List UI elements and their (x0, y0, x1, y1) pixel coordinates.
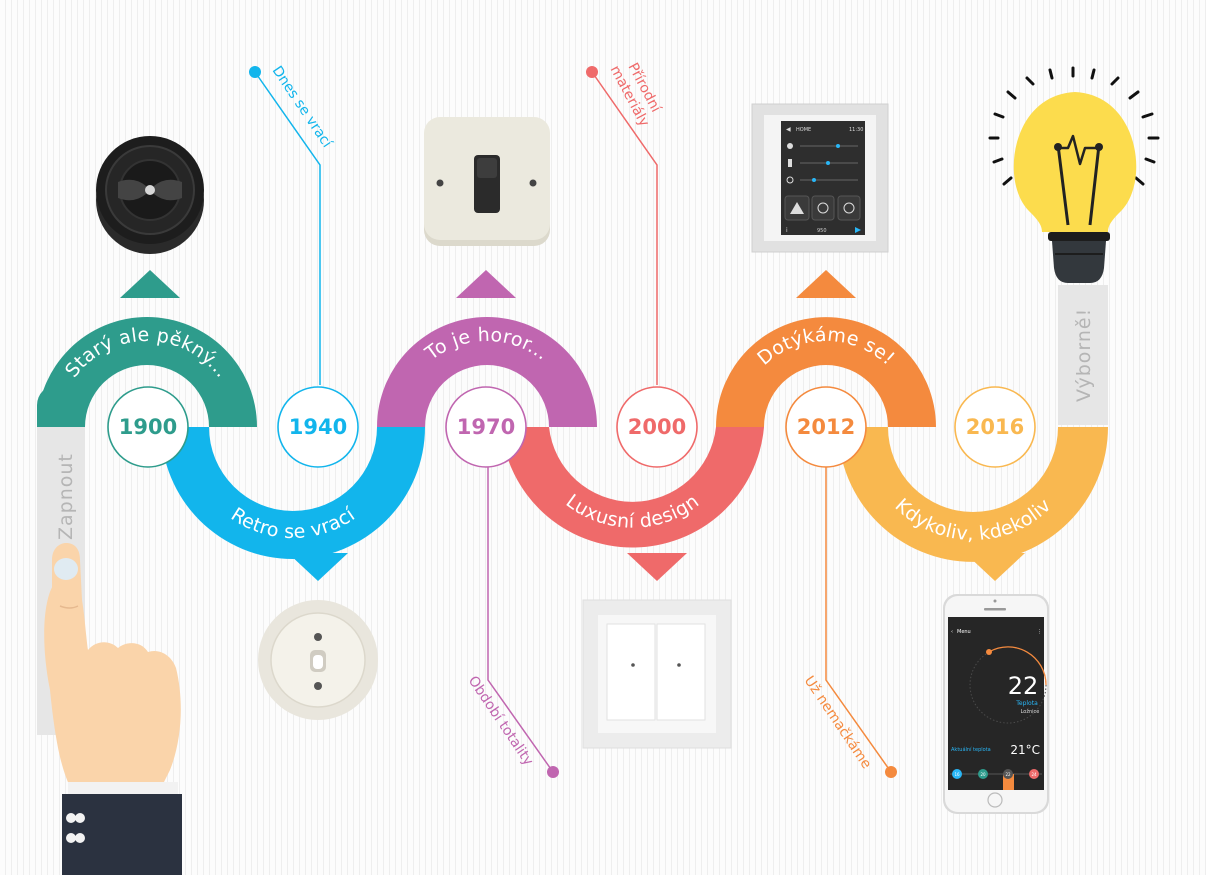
phone-temp-label: Teplota (1015, 700, 1038, 707)
arrow-down-2000 (627, 553, 687, 581)
band-arch-2000 (501, 427, 764, 548)
year-circle-1900: 1900 (107, 386, 189, 468)
band-arch-1900 (37, 317, 257, 427)
svg-text:16: 16 (954, 772, 960, 777)
phone-temperature: 22 (1008, 672, 1039, 700)
arrow-down-1940 (288, 553, 348, 581)
panel-time: 11:30 (849, 127, 863, 133)
phone-chip[interactable] (952, 769, 962, 779)
band-arch-1970 (377, 317, 597, 427)
phone-chip[interactable] (1029, 769, 1039, 779)
double-switch-2000-image (582, 599, 732, 749)
year-1940: 1940 (289, 415, 347, 439)
square-switch-1970-image (424, 117, 550, 246)
year-1900: 1900 (119, 415, 177, 439)
callout-1940: Dnes se vrací (249, 63, 335, 385)
hand-pressing-icon (44, 543, 182, 875)
svg-text:◀: ◀ (786, 126, 791, 133)
year-1970: 1970 (457, 415, 515, 439)
year-circle-2000: 2000 (616, 386, 698, 468)
year-2000: 2000 (628, 415, 686, 439)
svg-text:‹: ‹ (951, 629, 953, 635)
year-2016: 2016 (966, 415, 1024, 439)
callout-label-2012: Už nemačkáme (801, 673, 875, 772)
phone-chip[interactable] (1003, 769, 1013, 779)
arrow-up-1970 (456, 270, 516, 298)
svg-text:20: 20 (980, 772, 986, 777)
svg-text:22: 22 (1005, 772, 1011, 777)
band-arch-2016 (838, 427, 1108, 562)
end-label: Výborně! (1073, 308, 1095, 402)
year-circle-2012: 2012 (785, 386, 867, 468)
phone-current-label: Aktuální teplota (951, 746, 991, 753)
callout-2000: Přírodnímateriály (586, 55, 667, 385)
panel-footer: 950 (817, 228, 827, 234)
callout-label-2000: Přírodnímateriály (607, 55, 667, 129)
touch-panel-2012-image: HOME 11:30 ◀ i 950 (751, 103, 889, 253)
arrow-down-2016 (965, 553, 1025, 581)
start-label: Zapnout (55, 453, 77, 540)
round-toggle-1940-image (258, 600, 378, 720)
arrow-up-2012 (796, 270, 856, 298)
phone-current-value: 21°C (1010, 743, 1040, 757)
phone-menu-label: Menu (957, 629, 971, 635)
light-bulb-icon (988, 66, 1160, 283)
arrow-up-1900 (120, 270, 180, 298)
year-2012: 2012 (797, 415, 855, 439)
year-circle-1940: 1940 (277, 386, 359, 468)
phone-chip[interactable] (978, 769, 988, 779)
svg-text:⋮: ⋮ (1037, 629, 1042, 635)
phone-room: Ložnice (1021, 708, 1040, 715)
smartphone-2016-image: ‹ Menu ⋮ 22 Teplota Ložnice Aktuální tep… (943, 594, 1049, 814)
panel-header: HOME (796, 127, 811, 133)
callout-label-1970: Období totality (465, 673, 537, 768)
year-circle-2016: 2016 (954, 386, 1036, 468)
rotary-switch-1900-image (96, 136, 204, 254)
svg-text:i: i (786, 227, 788, 234)
year-circle-1970: 1970 (445, 386, 527, 468)
band-arch-2012 (716, 317, 936, 427)
band-arch-1940 (161, 427, 425, 559)
svg-text:24: 24 (1031, 772, 1037, 777)
end-bar (1058, 285, 1108, 425)
